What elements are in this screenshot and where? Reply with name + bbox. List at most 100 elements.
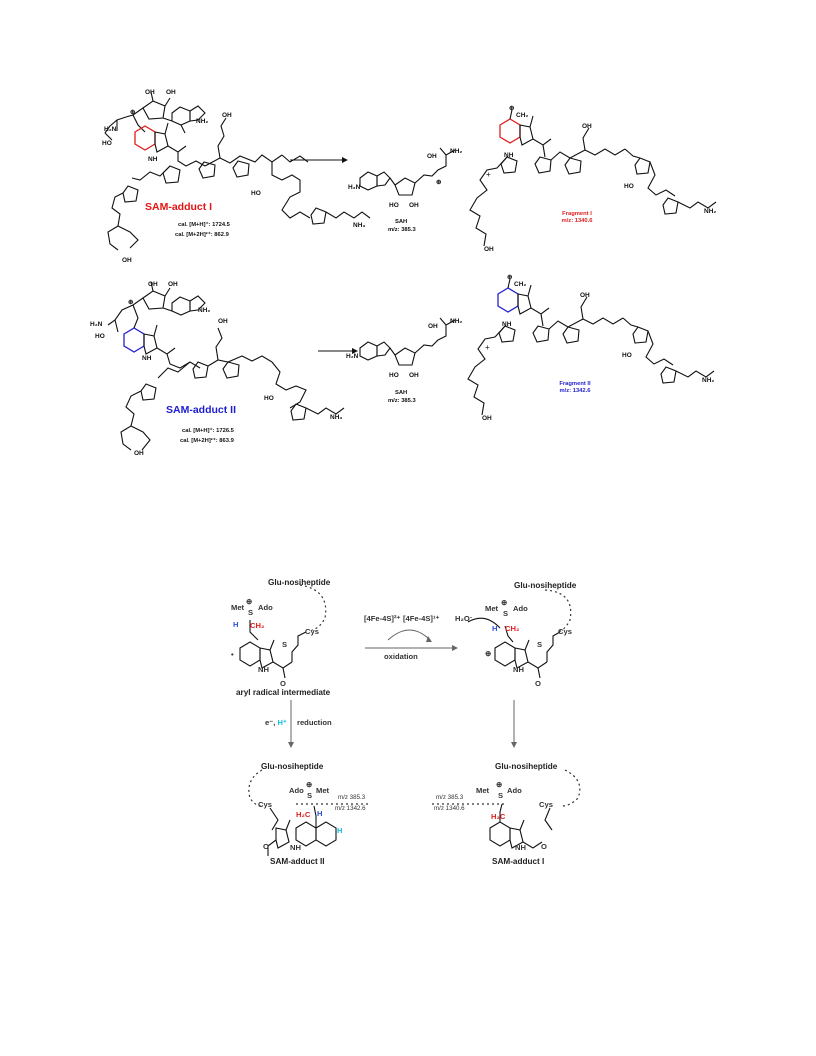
sah1-ho: HO bbox=[389, 202, 399, 209]
frag1-charge: ⊕ bbox=[509, 105, 515, 112]
sam-adduct-1-structure bbox=[104, 91, 371, 251]
frag2-ho: HO bbox=[622, 352, 632, 359]
mech-mz385-left: m/z 385.3 bbox=[338, 794, 366, 801]
atom-oh-cterm-1: OH bbox=[122, 257, 132, 264]
mech-charge-3: ⊕ bbox=[306, 780, 313, 789]
frag1-cterm-oh: OH bbox=[484, 246, 494, 253]
sam-adduct-2-mech-label: SAM-adduct II bbox=[270, 857, 325, 866]
sah1-nh2: NH₂ bbox=[450, 148, 463, 155]
mech-glu-nosiheptide-2: Glu-nosiheptide bbox=[514, 581, 577, 590]
reaction-arrow-1 bbox=[290, 157, 348, 163]
fragment-2-mz: m/z: 1342.6 bbox=[559, 388, 591, 394]
frag1-ho: HO bbox=[624, 183, 634, 190]
sam-adduct-1-mass-m2h: cal. [M+2H]²⁺: 862.9 bbox=[175, 232, 229, 238]
frag2-nh: NH bbox=[502, 321, 512, 328]
adduct2-nh-indole: NH bbox=[142, 355, 152, 362]
reaction-arrow-2 bbox=[318, 348, 358, 354]
mech-o-1: O bbox=[280, 679, 286, 688]
sah-structure-2 bbox=[359, 317, 456, 366]
mech-o-2: O bbox=[535, 679, 541, 688]
aryl-radical-label: aryl radical intermediate bbox=[236, 688, 331, 697]
sah1-oh: OH bbox=[427, 153, 437, 160]
reduction-label: reduction bbox=[297, 718, 332, 727]
sah1-h2n: H₂N bbox=[348, 184, 361, 191]
frag2-ch2: CH₂ bbox=[514, 281, 527, 288]
atom-oh-glu-1: OH bbox=[222, 112, 232, 119]
mech-ch2-1: CH₂ bbox=[250, 621, 265, 630]
frag2-charge: ⊕ bbox=[507, 274, 513, 281]
sam-adduct-2-title: SAM-adduct II bbox=[166, 404, 236, 416]
sah2-mz: m/z: 385.3 bbox=[388, 398, 416, 404]
mech-nh-3: NH bbox=[290, 843, 301, 852]
sah2-name: SAH bbox=[395, 390, 408, 396]
mech-nh-4: NH bbox=[515, 843, 526, 852]
mech-cys-4: Cys bbox=[539, 800, 553, 809]
mech-h2c-3: H₂C bbox=[296, 810, 311, 819]
mech-cys-3: Cys bbox=[258, 800, 272, 809]
mech-nh-2: NH bbox=[513, 665, 524, 674]
mech-met-1: Met bbox=[231, 603, 245, 612]
mech-s-1: S bbox=[248, 608, 254, 617]
mech-nh-1: NH bbox=[258, 665, 269, 674]
sah2-nh2: NH₂ bbox=[450, 318, 463, 325]
mech-charge-1: ⊕ bbox=[246, 597, 253, 606]
sah2-oh2: OH bbox=[409, 372, 419, 379]
adduct2-nh2-adenine: NH₂ bbox=[198, 307, 211, 314]
proton-label: H⁺ bbox=[277, 718, 287, 727]
sam-adduct-2-mass-m2h: cal. [M+2H]²⁺: 863.9 bbox=[180, 438, 234, 444]
atom-nh-indole-1: NH bbox=[148, 156, 158, 163]
reduction-e-h: e⁻, H⁺ bbox=[265, 718, 287, 727]
frag1-nh: NH bbox=[504, 152, 514, 159]
fragment-2-structure bbox=[467, 278, 715, 416]
mech-ch2-2: CH₂ bbox=[505, 624, 520, 633]
mech-charge-2: ⊕ bbox=[501, 598, 508, 607]
fragment-2-name: Fragment II bbox=[559, 381, 591, 387]
mech-s-2: S bbox=[503, 609, 509, 618]
mech-h2c-4: H₂C bbox=[491, 812, 506, 821]
mech-ado-4: Ado bbox=[507, 786, 522, 795]
fragment-1-structure bbox=[469, 109, 717, 247]
fragment-1-name: Fragment I bbox=[562, 211, 592, 217]
mech-cys-2: Cys bbox=[558, 627, 572, 636]
mech-ado-3: Ado bbox=[289, 786, 304, 795]
oxidation-label: oxidation bbox=[384, 652, 418, 661]
atom-nh2-adenine: NH₂ bbox=[196, 118, 209, 125]
sam-adduct-2-structure bbox=[107, 281, 345, 451]
frag1-nh2: NH₂ bbox=[704, 208, 717, 215]
mech-cys-1: Cys bbox=[305, 627, 319, 636]
atom-h2n-1: H₂N bbox=[104, 126, 117, 133]
atom-ho-1: HO bbox=[102, 140, 112, 147]
electron-label: e⁻, bbox=[265, 718, 278, 727]
frag2-oh: OH bbox=[580, 292, 590, 299]
sam-adduct-1-mass-mh: cal. [M+H]⁺: 1724.5 bbox=[178, 222, 230, 228]
fe-cluster-1plus: [4Fe-4S]¹⁺ bbox=[403, 614, 440, 623]
plus-sign-2: + bbox=[485, 343, 490, 352]
sulfonium-charge-1: ⊕ bbox=[130, 109, 136, 116]
frag2-nh2: NH₂ bbox=[702, 377, 715, 384]
mech-s-4: S bbox=[498, 791, 504, 800]
mech-mz385-right: m/z 385.3 bbox=[436, 794, 464, 801]
mech-s-3: S bbox=[307, 791, 313, 800]
adduct2-oh-ribose-2: OH bbox=[168, 281, 178, 288]
sah2-ho: HO bbox=[389, 372, 399, 379]
adduct2-oh-ribose-1: OH bbox=[148, 281, 158, 288]
sah2-h2n: H₂N bbox=[346, 353, 359, 360]
mech-glu-nosiheptide-3: Glu-nosiheptide bbox=[261, 762, 324, 771]
fe-cluster-2plus: [4Fe-4S]²⁺ bbox=[364, 614, 401, 623]
mech-ado-2: Ado bbox=[513, 604, 528, 613]
atom-oh-ribose-2: OH bbox=[166, 89, 176, 96]
mech-s-cys-2: S bbox=[537, 640, 543, 649]
mech-o-4: O bbox=[541, 842, 547, 851]
frag1-oh: OH bbox=[582, 123, 592, 130]
atom-nh3-1: NH₃ bbox=[353, 222, 366, 229]
sah1-charge: ⊕ bbox=[436, 179, 442, 186]
mech-o-3: O bbox=[263, 842, 269, 851]
atom-oh-ribose-1: OH bbox=[145, 89, 155, 96]
sam-adduct-1-title: SAM-adduct I bbox=[145, 201, 213, 213]
mech-met-2: Met bbox=[485, 604, 499, 613]
sah1-oh2: OH bbox=[409, 202, 419, 209]
adduct2-nh3: NH₃ bbox=[330, 414, 343, 421]
plus-sign-1: + bbox=[486, 170, 491, 179]
mech-cation-charge: ⊕ bbox=[485, 649, 492, 658]
mech-mz1340: m/z 1340.6 bbox=[434, 805, 465, 812]
